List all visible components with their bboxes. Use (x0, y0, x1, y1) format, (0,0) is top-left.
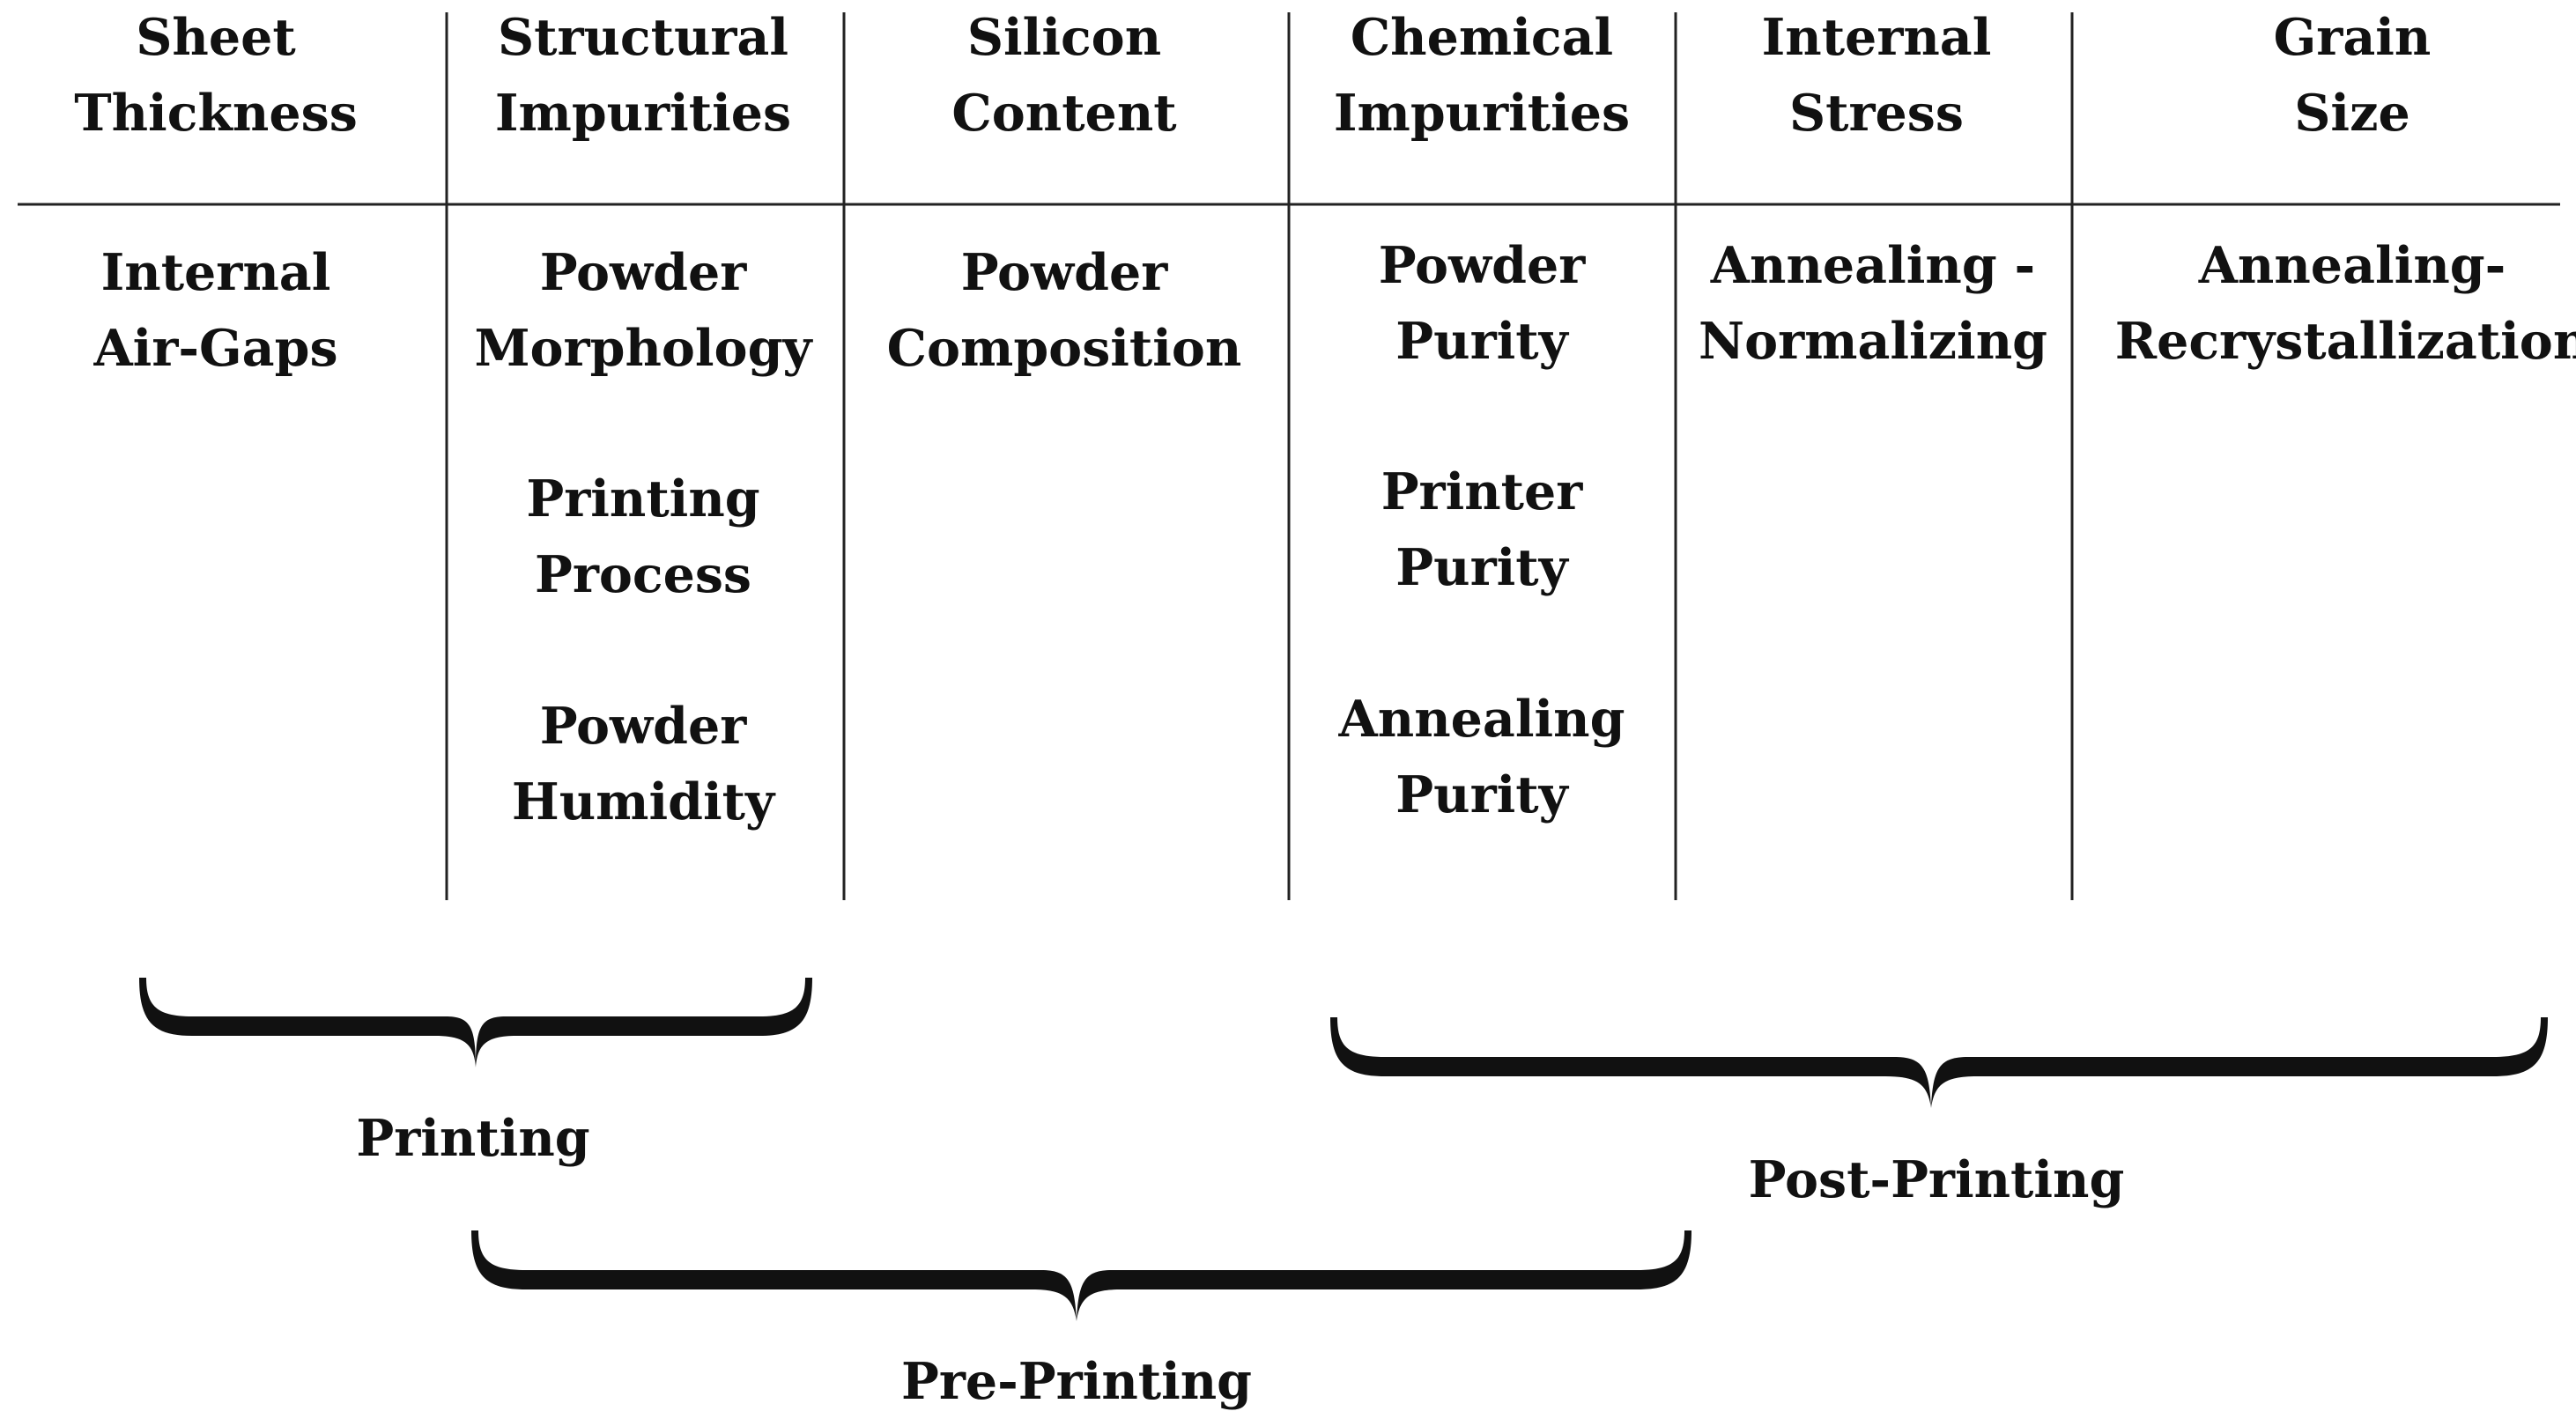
printing-label: Printing (356, 1109, 590, 1168)
cell-powder-morphology: Powder Morphology (474, 243, 812, 378)
printing-brace (139, 978, 812, 1068)
column-header-internal-stress: Internal Stress (1761, 8, 1992, 143)
pre-printing-brace (471, 1230, 1691, 1321)
cell-annealing-purity: Annealing Purity (1338, 690, 1625, 824)
cell-powder-humidity: Powder Humidity (511, 697, 775, 831)
cell-printer-purity: Printer Purity (1381, 462, 1583, 597)
cell-annealing-normalizing: Annealing - Normalizing (1698, 236, 2048, 371)
column-header-chemical-impurities: Chemical Impurities (1333, 8, 1631, 143)
cell-internal-air-gaps: Internal Air-Gaps (93, 243, 338, 378)
column-header-silicon-content: Silicon Content (951, 8, 1177, 143)
post-printing-label: Post-Printing (1748, 1150, 2125, 1209)
column-header-structural-impurities: Structural Impurities (494, 8, 792, 143)
cell-annealing-recrystallization: Annealing- Recrystallization (2114, 236, 2576, 371)
pre-printing-label: Pre-Printing (900, 1352, 1253, 1411)
column-header-grain-size: Grain Size (2273, 8, 2432, 143)
cell-powder-composition: Powder Composition (886, 243, 1242, 378)
cell-powder-purity: Powder Purity (1378, 236, 1586, 371)
cell-printing-process: Printing Process (526, 469, 760, 604)
post-printing-brace (1330, 1017, 2548, 1108)
column-header-sheet-thickness: Sheet Thickness (74, 8, 358, 143)
